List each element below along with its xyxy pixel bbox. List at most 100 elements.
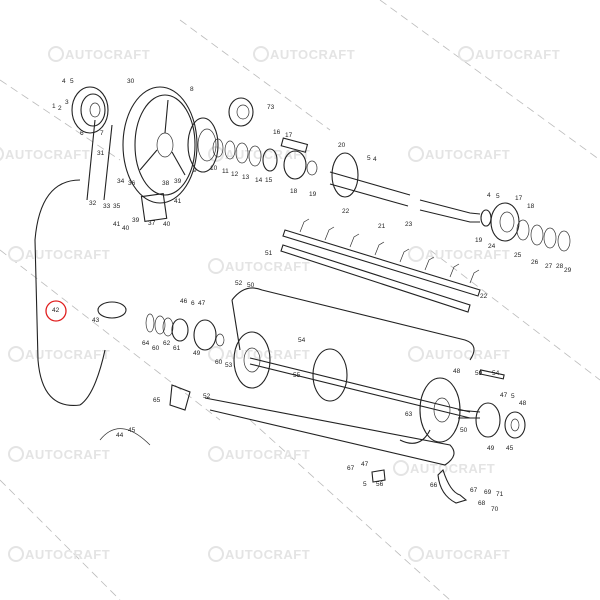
right-bearing-housing: [480, 202, 571, 252]
part-number-52: 52: [203, 393, 211, 400]
drive-shaft: [280, 137, 481, 223]
dash-line: [379, 0, 600, 161]
watermark-text: AUTOCRAFT: [425, 147, 510, 162]
part-number-39: 39: [174, 178, 182, 185]
part-number-8: 8: [190, 86, 194, 93]
part-number-31: 31: [97, 150, 105, 157]
part-number-67: 67: [347, 465, 355, 472]
washers-row: [212, 138, 318, 180]
part-number-2: 2: [58, 105, 62, 112]
part-number-54: 54: [298, 337, 306, 344]
part-number-42: 42: [52, 307, 60, 314]
watermark-logo-icon: [208, 446, 224, 462]
part-number-9: 9: [193, 167, 197, 174]
watermark-text: AUTOCRAFT: [25, 247, 110, 262]
watermark-text: AUTOCRAFT: [225, 347, 310, 362]
part-number-23: 23: [405, 221, 413, 228]
part-number-50: 50: [460, 427, 468, 434]
drum-assembly: [204, 287, 475, 466]
part-number-50: 50: [247, 282, 255, 289]
part-number-18: 18: [527, 203, 535, 210]
watermark-text: AUTOCRAFT: [225, 547, 310, 562]
part-number-54: 54: [492, 370, 500, 377]
part-number-13: 13: [242, 174, 250, 181]
part-number-15: 15: [265, 177, 273, 184]
part-number-55: 55: [293, 372, 301, 379]
part-number-22: 22: [480, 293, 488, 300]
part-number-4: 4: [62, 78, 66, 85]
part-number-66: 66: [430, 482, 438, 489]
part-number-45: 45: [128, 427, 136, 434]
watermarks: AUTOCRAFT AUTOCRAFT AUTOCRAFT AUTOCRAFT AUTO…: [0, 46, 560, 562]
watermark-text: AUTOCRAFT: [25, 547, 110, 562]
watermark-logo-icon: [0, 147, 4, 161]
part-number-19: 19: [475, 237, 483, 244]
part-number-5: 5: [496, 193, 500, 200]
part-number-19: 19: [309, 191, 317, 198]
part-number-17: 17: [285, 132, 293, 139]
watermark-logo-icon: [8, 246, 24, 262]
control-cable: [34, 119, 168, 446]
part-number-1: 1: [52, 103, 56, 110]
part-number-61: 61: [173, 345, 181, 352]
watermark-text: AUTOCRAFT: [225, 447, 310, 462]
part-number-36: 36: [128, 180, 136, 187]
part-number-67: 67: [470, 487, 478, 494]
watermark-logo-icon: [8, 346, 24, 362]
right-end-bearing: [457, 369, 526, 439]
watermark-logo-icon: [408, 146, 424, 162]
part-number-56: 56: [376, 481, 384, 488]
part-number-43: 43: [92, 317, 100, 324]
part-number-4: 4: [487, 192, 491, 199]
part-number-33: 33: [103, 203, 111, 210]
watermark-logo-icon: [8, 446, 24, 462]
highlight-circle-part-42: [45, 300, 67, 322]
part-number-70: 70: [491, 506, 499, 513]
part-number-10: 10: [210, 165, 218, 172]
part-number-47: 47: [500, 392, 508, 399]
watermark-text: AUTOCRAFT: [225, 147, 310, 162]
watermark-text: AUTOCRAFT: [65, 47, 150, 62]
watermark-text: AUTOCRAFT: [5, 147, 90, 162]
brackets: [169, 384, 468, 504]
dash-line: [429, 249, 600, 381]
part-number-47: 47: [198, 300, 206, 307]
part-number-69: 69: [484, 489, 492, 496]
watermark-logo-icon: [208, 346, 224, 362]
watermark-text: AUTOCRAFT: [25, 347, 110, 362]
watermark-logo-icon: [208, 546, 224, 562]
part-number-65: 65: [153, 397, 161, 404]
watermark-logo-icon: [458, 46, 474, 62]
watermark-logo-icon: [208, 258, 224, 274]
part-number-39: 39: [132, 217, 140, 224]
part-number-59: 59: [475, 370, 483, 377]
part-number-11: 11: [222, 168, 229, 175]
watermark-text: AUTOCRAFT: [425, 247, 510, 262]
dash-line: [249, 419, 451, 600]
part-number-18: 18: [290, 188, 298, 195]
part-number-29: 29: [564, 267, 572, 274]
part-number-53: 53: [225, 362, 233, 369]
part-number-7: 7: [100, 130, 104, 137]
part-number-45: 45: [506, 445, 514, 452]
part-number-5: 5: [511, 393, 515, 400]
part-number-40: 40: [122, 225, 130, 232]
part-number-21: 21: [378, 223, 386, 230]
left-bearing-parts: [145, 313, 225, 351]
part-number-26: 26: [531, 259, 539, 266]
part-number-6: 6: [191, 300, 195, 307]
part-number-71: 71: [496, 491, 504, 498]
part-number-48: 48: [519, 400, 527, 407]
large-pulley: [122, 86, 198, 204]
watermark-logo-icon: [253, 46, 269, 62]
medium-pulley: [187, 117, 219, 173]
watermark-logo-icon: [48, 46, 64, 62]
part-number-30: 30: [127, 78, 135, 85]
part-number-47: 47: [361, 461, 369, 468]
part-number-35: 35: [113, 203, 121, 210]
part-number-4: 4: [373, 156, 377, 163]
part-number-68: 68: [478, 500, 486, 507]
part-number-60: 60: [152, 345, 160, 352]
